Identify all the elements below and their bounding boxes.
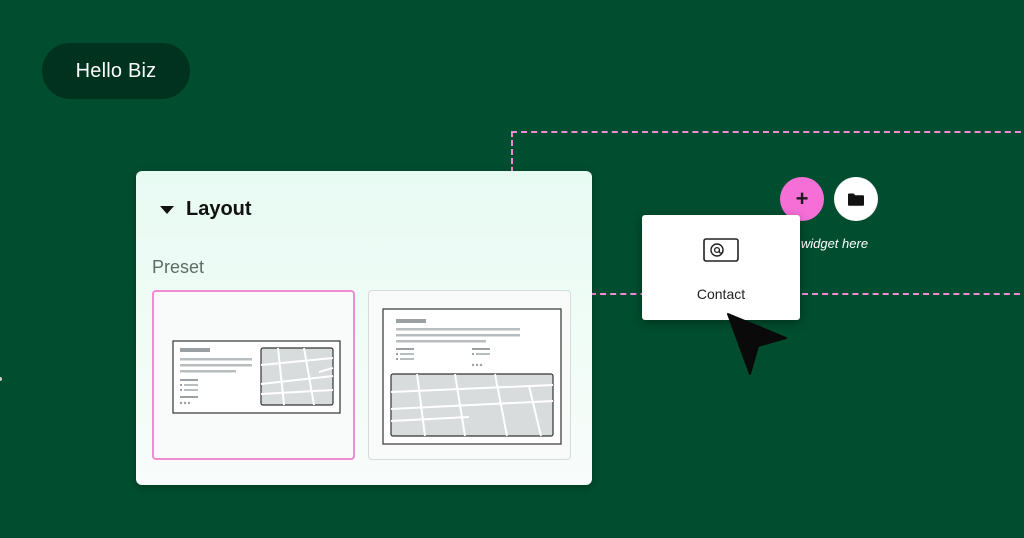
preset-thumbnail-side-by-side (172, 340, 341, 414)
hello-biz-pill[interactable]: Hello Biz (42, 43, 190, 99)
preset-label: Preset (152, 257, 205, 277)
layout-panel: Layout Preset (136, 171, 592, 485)
drop-hint-text: g widget here (790, 236, 869, 251)
template-library-button[interactable] (834, 177, 878, 221)
caret-down-icon (160, 205, 174, 214)
preset-option-text-left-map-right[interactable] (152, 290, 355, 460)
at-sign-envelope-icon (703, 238, 739, 262)
plus-icon: + (795, 186, 809, 211)
hello-biz-label: Hello Biz (75, 59, 157, 82)
drop-zone-outline-top (511, 131, 1024, 133)
drop-zone-outline-bottom (590, 293, 1024, 295)
contact-widget-card[interactable]: Contact (642, 215, 800, 320)
edge-marker (0, 377, 2, 381)
preset-thumbnail-stacked (382, 308, 562, 445)
panel-title: Layout (186, 198, 252, 220)
mouse-pointer-icon (727, 313, 787, 375)
layout-section-toggle[interactable]: Layout (160, 198, 252, 221)
add-section-button[interactable]: + (780, 177, 824, 221)
contact-widget-label: Contact (696, 286, 746, 302)
drop-zone-outline-left (511, 131, 513, 173)
folder-icon (848, 193, 864, 206)
preset-option-text-top-map-bottom[interactable] (368, 290, 571, 460)
